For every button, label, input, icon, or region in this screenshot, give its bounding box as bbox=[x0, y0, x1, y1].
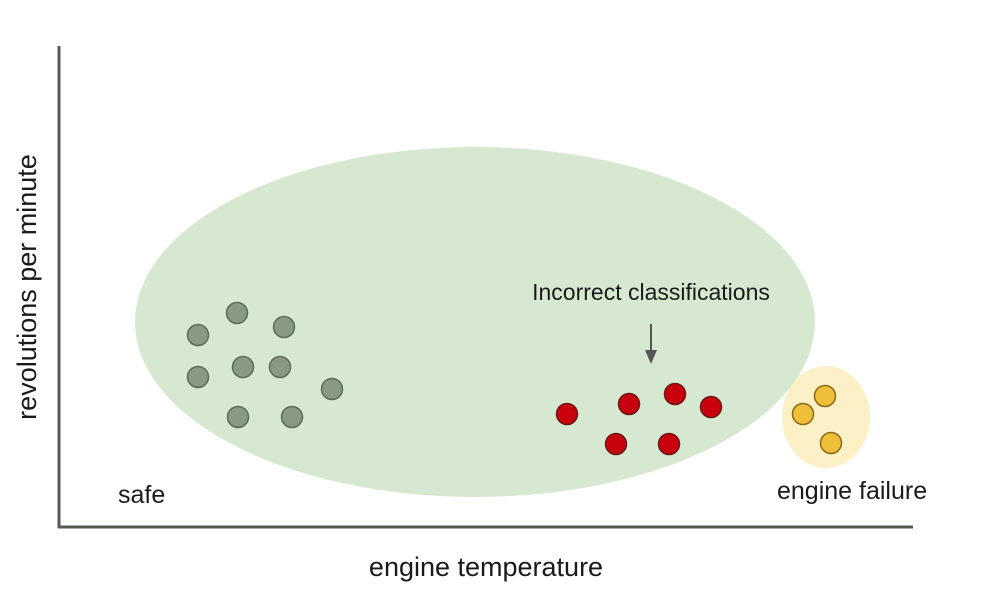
failure-point bbox=[819, 431, 843, 455]
engine-failure-label: engine failure bbox=[777, 477, 927, 505]
annotation-label: Incorrect classifications bbox=[532, 279, 770, 305]
failure-point bbox=[791, 402, 815, 426]
misclassified-point bbox=[617, 392, 641, 416]
misclassified-point bbox=[555, 402, 579, 426]
safe-point bbox=[272, 315, 296, 339]
failure-points bbox=[791, 384, 843, 455]
misclassified-point bbox=[604, 432, 628, 456]
safe-point bbox=[225, 301, 249, 325]
safe-point bbox=[268, 355, 292, 379]
misclassified-points bbox=[555, 382, 723, 456]
safe-points bbox=[186, 301, 344, 429]
misclassified-point bbox=[699, 395, 723, 419]
safe-label: safe bbox=[118, 481, 165, 509]
misclassified-point bbox=[663, 382, 687, 406]
x-axis-title: engine temperature bbox=[369, 552, 603, 582]
safe-point bbox=[186, 365, 210, 389]
safe-point bbox=[226, 405, 250, 429]
safe-region bbox=[135, 147, 815, 497]
safe-point bbox=[280, 405, 304, 429]
misclassified-point bbox=[657, 432, 681, 456]
safe-point bbox=[320, 377, 344, 401]
annotation-arrow bbox=[645, 324, 657, 364]
failure-region bbox=[782, 366, 870, 468]
safe-point bbox=[186, 323, 210, 347]
y-axis-title: revolutions per minute bbox=[12, 154, 42, 420]
safe-point bbox=[231, 355, 255, 379]
failure-point bbox=[813, 384, 837, 408]
